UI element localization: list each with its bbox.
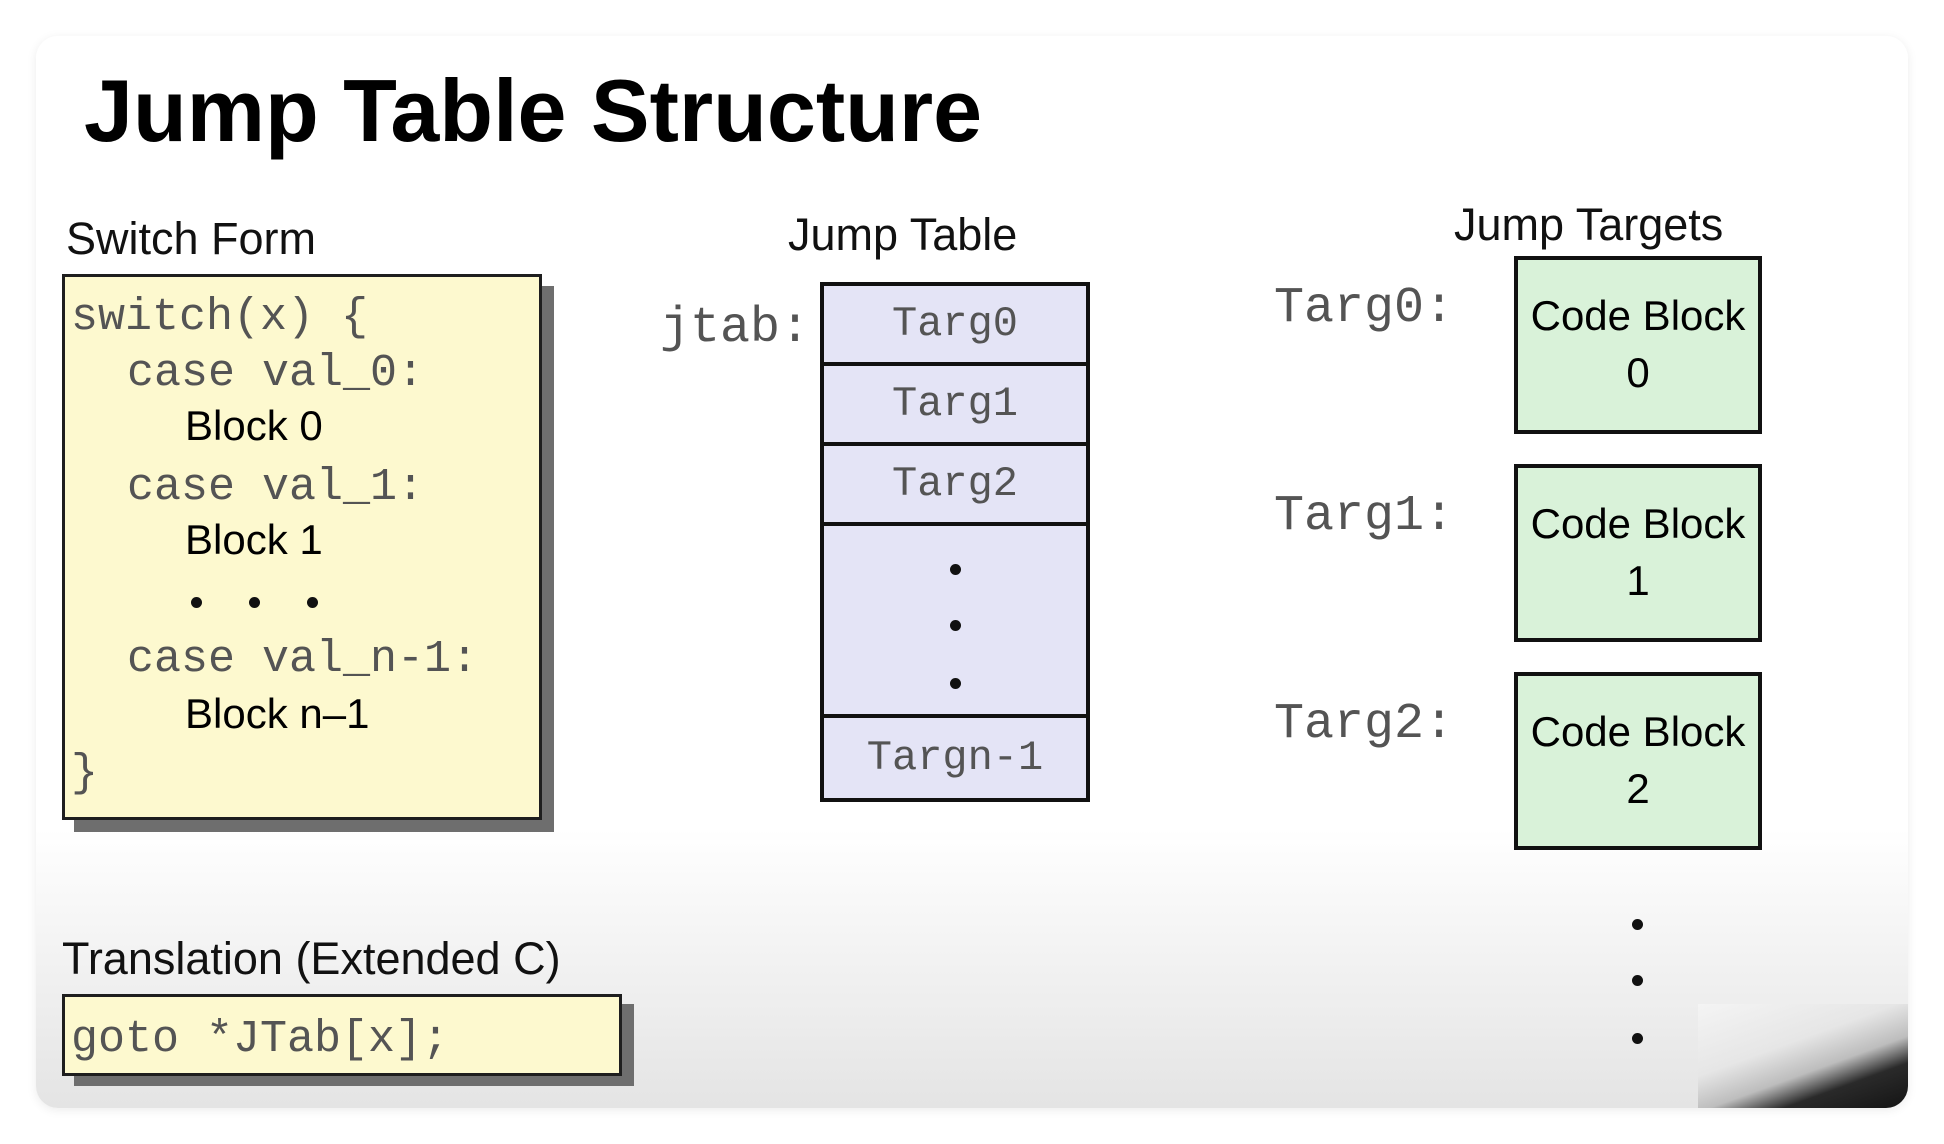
code-line-block-n-1: Block n–1 xyxy=(185,690,370,737)
code-line-block-1: Block 1 xyxy=(185,516,323,563)
ellipsis-dot xyxy=(950,564,961,575)
translation-box: goto *JTab[x]; xyxy=(62,994,622,1076)
target-label: Targ2: xyxy=(1274,696,1455,753)
code-line-switch: switch(x) { xyxy=(71,292,369,343)
ellipsis-dot xyxy=(1632,975,1643,986)
ellipsis-dot xyxy=(191,597,202,608)
code-block-box: Code Block 2 xyxy=(1514,672,1762,850)
translation-code: goto *JTab[x]; xyxy=(71,1014,450,1065)
jump-targets-label: Jump Targets xyxy=(1454,199,1724,250)
ellipsis-dot xyxy=(950,678,961,689)
code-block-number: 1 xyxy=(1626,557,1650,604)
slide-title: Jump Table Structure xyxy=(84,61,983,160)
code-line-case-n-1: case val_n-1: xyxy=(127,634,479,685)
code-line-case-1: case val_1: xyxy=(127,462,425,513)
jump-table-entry: Targ1 xyxy=(824,366,1086,446)
ellipsis-dot xyxy=(950,620,961,631)
translation-label: Translation (Extended C) xyxy=(62,933,561,984)
code-block-title: Code Block xyxy=(1530,708,1746,756)
jump-table-entry: Targn-1 xyxy=(824,714,1086,798)
code-block-title: Code Block xyxy=(1530,500,1746,548)
target-label: Targ1: xyxy=(1274,488,1455,545)
ellipsis-dot xyxy=(249,597,260,608)
code-block-box: Code Block 1 xyxy=(1514,464,1762,642)
code-line-case-0: case val_0: xyxy=(127,348,425,399)
switch-form-box: switch(x) { case val_0: Block 0 case val… xyxy=(62,274,542,820)
ellipsis-dot xyxy=(1632,919,1643,930)
ellipsis-dot xyxy=(1632,1033,1643,1044)
jtab-pointer-label: jtab: xyxy=(660,300,811,357)
code-block-box: Code Block 0 xyxy=(1514,256,1762,434)
code-line-close-brace: } xyxy=(71,748,99,799)
code-line-block-0: Block 0 xyxy=(185,402,323,449)
jump-table-entry: Targ2 xyxy=(824,446,1086,526)
code-block-title: Code Block xyxy=(1530,292,1746,340)
code-block-number: 0 xyxy=(1626,349,1650,396)
speaker-video-thumbnail xyxy=(1698,1004,1908,1108)
slide: Jump Table Structure Switch Form switch(… xyxy=(36,36,1908,1108)
ellipsis-dot xyxy=(307,597,318,608)
jump-table-label: Jump Table xyxy=(788,209,1018,260)
switch-form-label: Switch Form xyxy=(66,213,317,264)
code-block-number: 2 xyxy=(1626,765,1650,812)
target-label: Targ0: xyxy=(1274,280,1455,337)
jump-table: Targ0 Targ1 Targ2 Targn-1 xyxy=(820,282,1090,802)
jump-table-entry: Targ0 xyxy=(824,286,1086,366)
